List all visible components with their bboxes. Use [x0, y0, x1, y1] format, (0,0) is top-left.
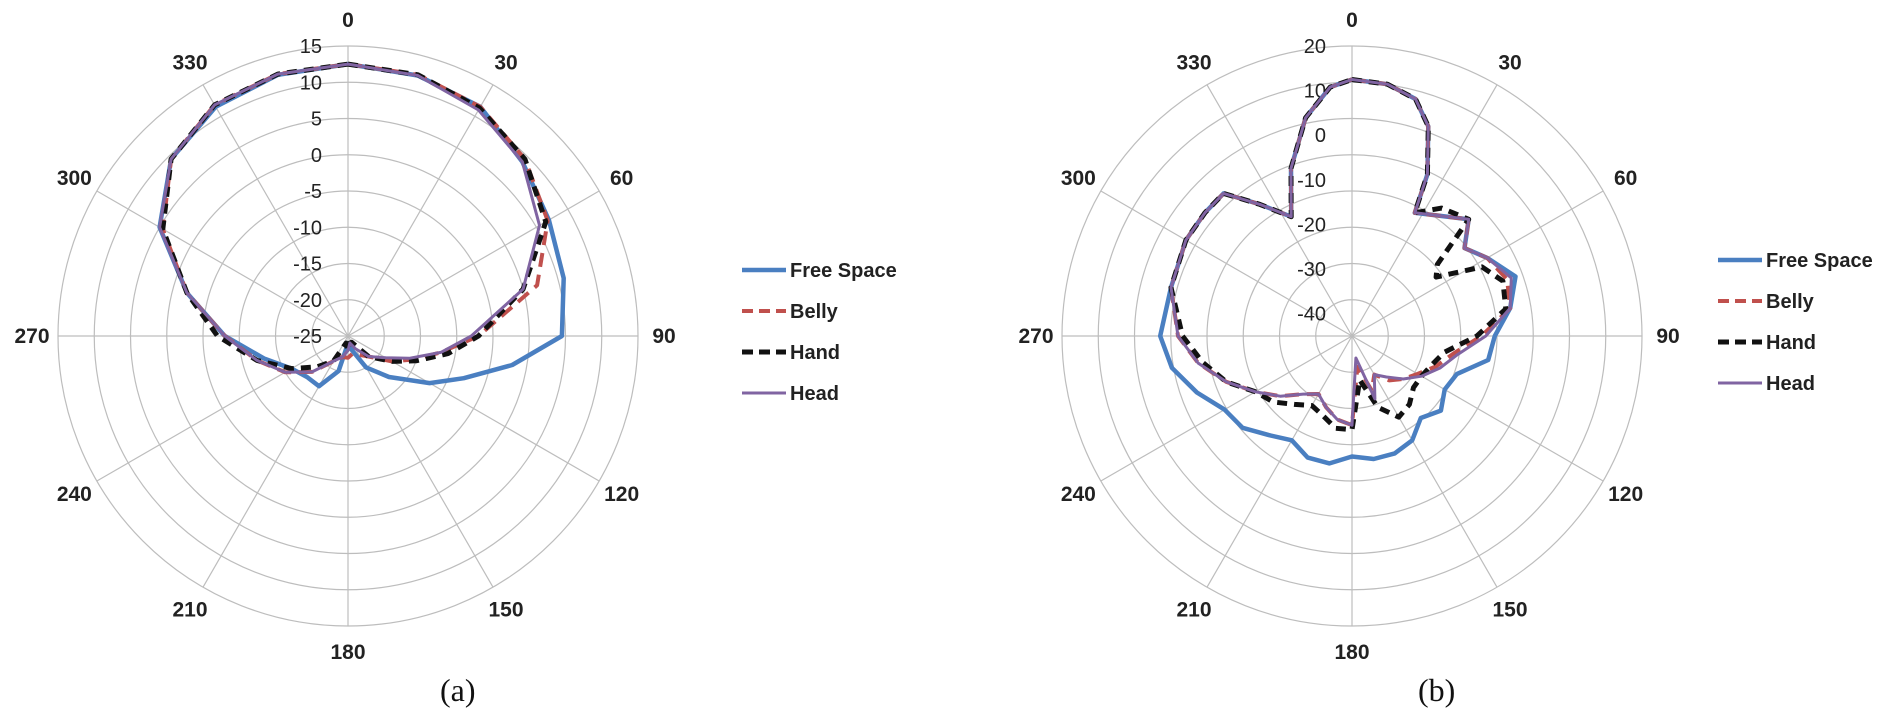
angle-tick-label: 300: [57, 167, 92, 190]
grid-spoke: [347, 335, 494, 588]
angle-tick-label: 210: [172, 599, 207, 622]
grid-spoke: [347, 84, 494, 337]
caption-a: (a): [440, 672, 476, 708]
grid-spoke: [1351, 190, 1604, 337]
grid-spoke: [96, 190, 349, 337]
radial-tick-label: -10: [293, 217, 322, 239]
radial-tick-label: -20: [1297, 214, 1326, 236]
series-line-hand: [160, 61, 549, 372]
angle-tick-label: 270: [1018, 325, 1053, 348]
angle-tick-label: 0: [1346, 9, 1358, 32]
angle-tick-label: 330: [1176, 51, 1211, 74]
grid-spoke: [202, 335, 349, 588]
angle-tick-label: 30: [1498, 51, 1521, 74]
polar-chart-b: 030609012015018021024027030033020100-10-…: [1018, 9, 1873, 664]
legend-label: Head: [1766, 373, 1815, 395]
radial-tick-label: 20: [1304, 36, 1326, 58]
angle-tick-label: 150: [488, 599, 523, 622]
angle-tick-label: 150: [1492, 599, 1527, 622]
angle-tick-label: 120: [604, 483, 639, 506]
grid-spoke: [1351, 335, 1604, 482]
angle-tick-label: 240: [1061, 483, 1096, 506]
radial-tick-label: -30: [1297, 259, 1326, 281]
polar-chart-a: 0 30 60 90 120 150 180 210 240 270 300 330 15 10 5 0 -5 -…: [14, 9, 897, 664]
legend-label: Free Space: [1766, 250, 1873, 272]
grid-spoke: [96, 335, 349, 482]
radial-tick-label: 5: [311, 109, 322, 131]
angle-tick-label: 210: [1176, 599, 1211, 622]
radial-tick-label: 0: [1315, 125, 1326, 147]
angle-tick-label: 90: [652, 325, 675, 348]
legend-label: Belly: [1766, 291, 1815, 313]
angle-tick-label: 180: [1334, 641, 1369, 664]
angle-tick-label: 0: [342, 9, 354, 32]
angle-tick-label: 330: [172, 51, 207, 74]
angle-tick-label: 240: [57, 483, 92, 506]
radial-tick-label: -20: [293, 290, 322, 312]
radial-tick-label: -40: [1297, 304, 1326, 326]
angle-tick-label: 60: [610, 167, 633, 190]
angle-tick-label: 30: [494, 51, 517, 74]
grid-spoke: [202, 84, 349, 337]
radial-tick-label: 15: [300, 36, 322, 58]
radial-tick-label: 10: [300, 72, 322, 94]
series-line-belly: [160, 62, 550, 375]
legend-label: Head: [790, 383, 839, 405]
radial-tick-label: -15: [293, 254, 322, 276]
grid-spoke: [1100, 190, 1353, 337]
grid-spoke: [1206, 335, 1353, 588]
series-line-head: [1169, 78, 1513, 427]
grid-spoke: [347, 190, 600, 337]
radial-tick-label: -10: [1297, 170, 1326, 192]
caption-b: (b): [1418, 672, 1456, 708]
legend-label: Belly: [790, 301, 839, 323]
angle-tick-label: 60: [1614, 167, 1637, 190]
angle-tick-label: 300: [1061, 167, 1096, 190]
legend-label: Free Space: [790, 260, 897, 282]
legend-label: Hand: [790, 342, 840, 364]
radial-tick-label: -5: [304, 181, 322, 203]
angle-tick-label: 180: [330, 641, 365, 664]
radial-tick-label: 0: [311, 145, 322, 167]
series-line-head: [158, 62, 541, 374]
radial-tick-label: -25: [293, 326, 322, 348]
angle-tick-label: 120: [1608, 483, 1643, 506]
grid-spoke: [1351, 335, 1498, 588]
series-line-free-space: [1157, 77, 1518, 466]
angle-tick-label: 90: [1656, 325, 1679, 348]
series-line-free-space: [157, 61, 566, 389]
legend-label: Hand: [1766, 332, 1816, 354]
angle-tick-label: 270: [14, 325, 49, 348]
